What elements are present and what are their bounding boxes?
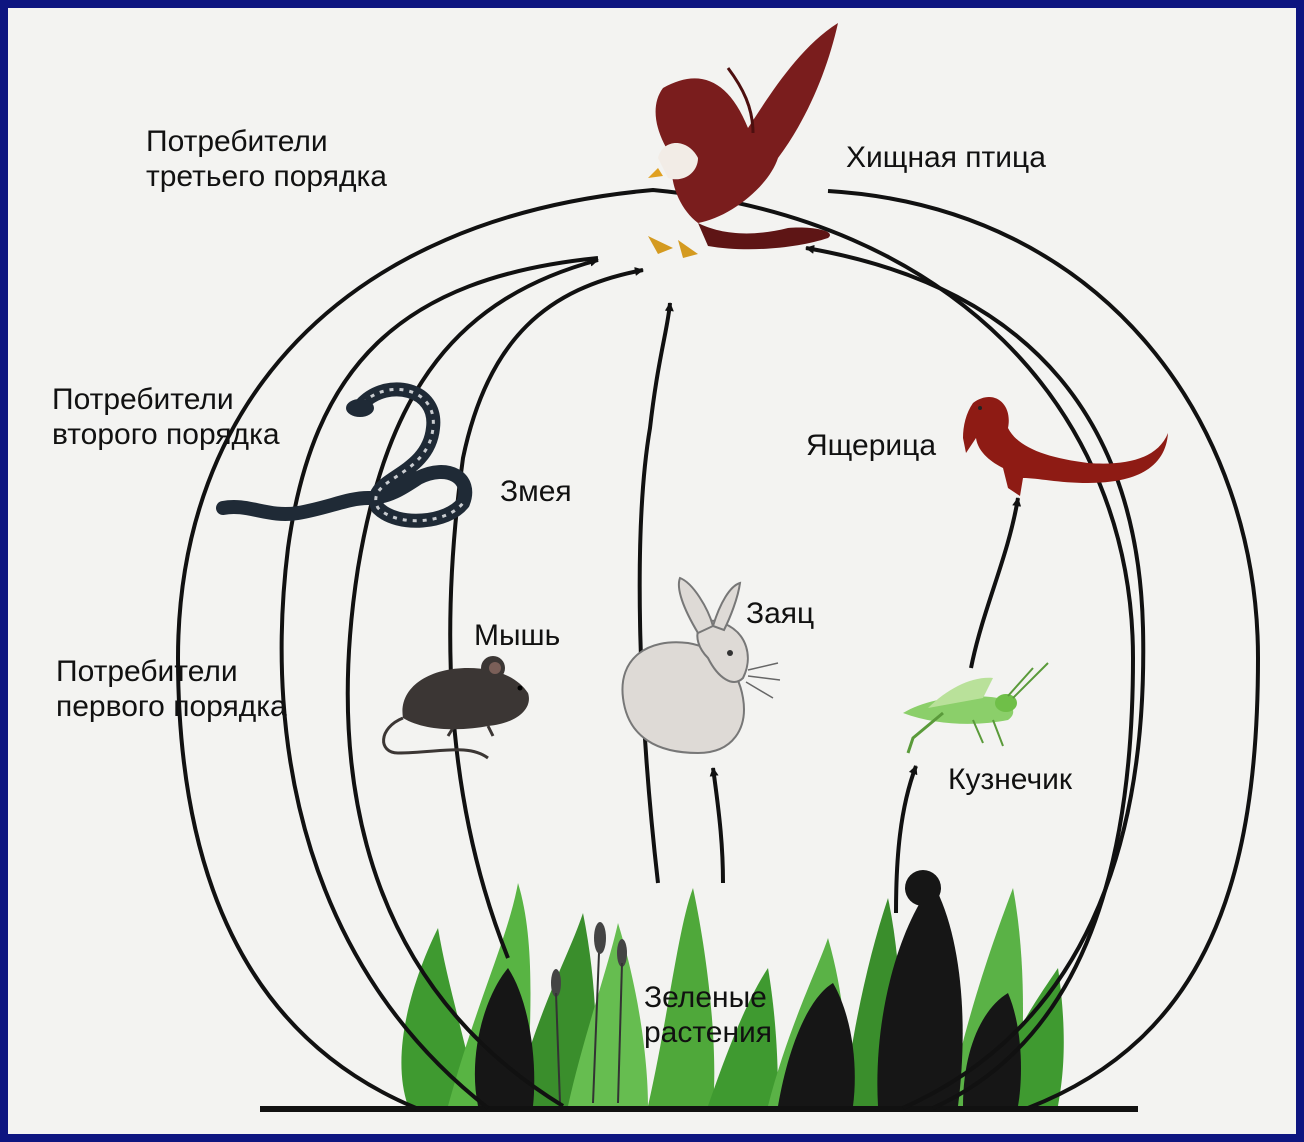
label-first-order: Потребители первого порядка <box>56 654 287 724</box>
label-plants: Зеленые растения <box>644 980 772 1050</box>
label-first-order-line2: первого порядка <box>56 689 287 724</box>
label-plants-line2: растения <box>644 1015 772 1050</box>
arrow-to-bird-right <box>806 248 1143 1108</box>
label-second-order-line1: Потребители <box>52 382 280 417</box>
label-plants-line1: Зеленые <box>644 980 772 1015</box>
label-snake: Змея <box>500 474 572 509</box>
diagram-canvas: Потребители третьего порядка Хищная птиц… <box>8 8 1296 1134</box>
arrow-grasshopper-to-lizard <box>971 498 1018 668</box>
arrow-plants-to-bird-mid <box>450 270 643 958</box>
label-second-order-line2: второго порядка <box>52 417 280 452</box>
label-third-order: Потребители третьего порядка <box>146 124 387 194</box>
label-first-order-line1: Потребители <box>56 654 287 689</box>
lizard-icon <box>963 397 1168 496</box>
arrow-plants-to-hare <box>713 768 723 883</box>
label-lizard: Ящерица <box>806 428 936 463</box>
label-hare: Заяц <box>746 596 814 631</box>
label-third-order-line1: Потребители <box>146 124 387 159</box>
label-mouse: Мышь <box>474 618 560 653</box>
grasshopper-icon <box>903 663 1048 753</box>
label-grasshopper: Кузнечик <box>948 762 1072 797</box>
label-second-order: Потребители второго порядка <box>52 382 280 452</box>
arrow-plants-to-hare-core <box>640 303 670 883</box>
label-bird: Хищная птица <box>846 140 1046 175</box>
label-third-order-line2: третьего порядка <box>146 159 387 194</box>
